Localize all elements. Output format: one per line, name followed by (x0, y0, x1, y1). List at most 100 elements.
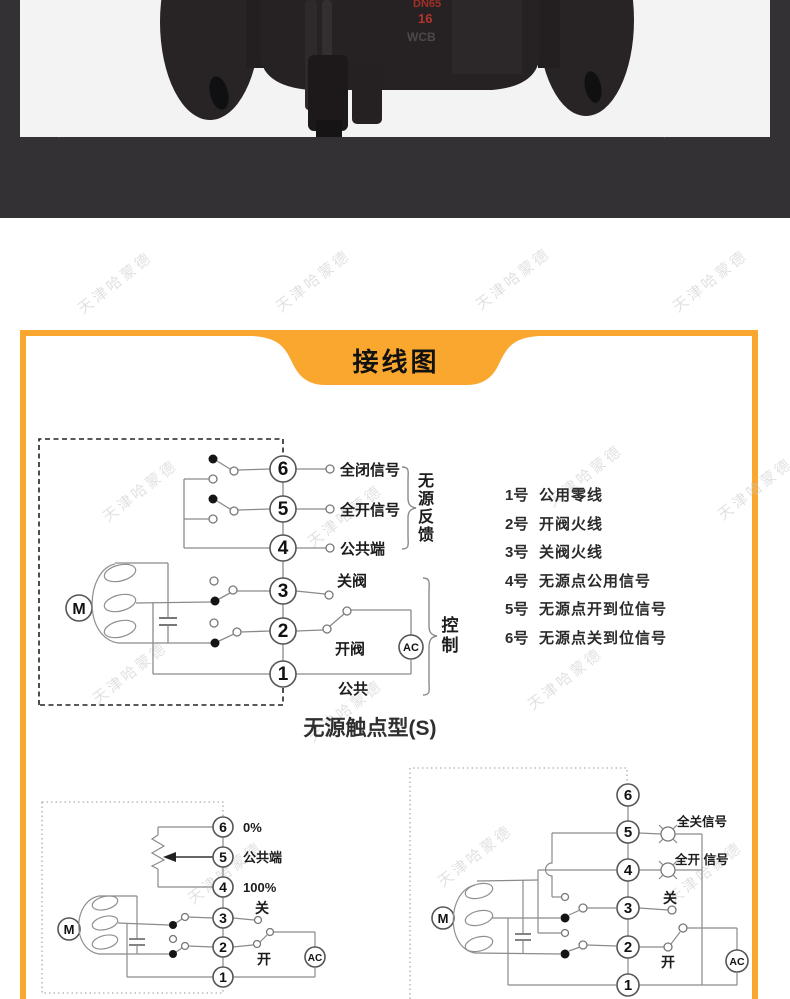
legend-text: 无源点开到位信号 (539, 601, 668, 618)
terminal-4: 4 (616, 858, 640, 882)
legend-no: 5号 (505, 601, 529, 618)
motor-icon: M (57, 895, 119, 955)
terminal-5: 5 (616, 820, 640, 844)
legend-item: 3号关阀火线 (505, 541, 667, 570)
terminal-6: 6 (269, 455, 297, 483)
actuator-dashed-border (38, 438, 284, 705)
svg-text:M: M (438, 911, 449, 926)
label-full-open-signal: 全开信号 (339, 501, 400, 519)
label-full-close-signal: 全闭信号 (339, 461, 400, 479)
wiper-arrow (163, 852, 176, 862)
terminal-5: 5 (269, 495, 297, 523)
ac-source-icon: AC (304, 946, 326, 968)
capacitor-icon (115, 562, 177, 643)
label-close-valve: 关阀 (337, 572, 367, 590)
label-0-percent: 0% (243, 820, 262, 835)
svg-text:馈: 馈 (418, 525, 434, 544)
legend-item: 4号无源点公用信号 (505, 570, 667, 599)
legend-text: 公用零线 (539, 487, 604, 504)
svg-text:无: 无 (417, 472, 434, 490)
terminal-2: 2 (212, 936, 234, 958)
control-switch-row2 (168, 934, 214, 958)
watermark: 天津哈蒙德 (74, 248, 157, 318)
svg-text:5: 5 (219, 849, 227, 865)
svg-text:AC: AC (729, 956, 745, 968)
terminal-1: 1 (616, 973, 640, 997)
legend-no: 2号 (505, 515, 529, 533)
svg-text:AC: AC (308, 953, 322, 964)
svg-text:M: M (72, 601, 85, 618)
label-full-open-signal: 全开 信号 (674, 852, 728, 867)
svg-text:1: 1 (278, 664, 289, 685)
terminal-3: 3 (212, 907, 234, 929)
control-switch-row3 (560, 903, 616, 923)
svg-text:反: 反 (418, 508, 434, 526)
svg-text:3: 3 (219, 910, 227, 926)
valve-photo-illustration: DN65 16 WCB (20, 0, 770, 137)
control-switch-row3 (209, 576, 270, 606)
close-lamp-icon (658, 824, 678, 844)
terminal-2: 2 (616, 935, 640, 959)
label-open: 开 (661, 954, 675, 970)
valve-right-flange (538, 0, 634, 116)
svg-text:AC: AC (403, 642, 419, 654)
label-control: 控 制 (442, 615, 459, 655)
control-switch-row3 (169, 912, 214, 929)
terminal-6: 6 (212, 816, 234, 838)
svg-text:1: 1 (219, 969, 227, 985)
valve-left-flange (160, 0, 260, 120)
label-common-terminal: 公共端 (340, 540, 385, 558)
watermark: 天津哈蒙德 (472, 244, 555, 314)
svg-text:源: 源 (418, 489, 434, 508)
potentiometer-wiring-diagram: M (41, 801, 326, 994)
terminal-1: 1 (269, 660, 297, 688)
terminal-3: 3 (269, 577, 297, 605)
terminal-1: 1 (212, 966, 234, 988)
legend-no: 1号 (505, 487, 529, 504)
svg-text:3: 3 (624, 900, 632, 917)
legend-text: 无源点公用信号 (539, 572, 652, 590)
capacitor-icon (99, 895, 145, 954)
valve-marking-model: DN65 (413, 0, 441, 10)
svg-text:6: 6 (278, 459, 289, 480)
legend-text: 关阀火线 (539, 544, 604, 561)
wiring-diagram-panel (20, 330, 758, 999)
valve-marking-pressure: 16 (418, 11, 432, 26)
control-switch-row2 (209, 618, 271, 648)
svg-text:2: 2 (624, 939, 632, 956)
motor-icon: M (431, 882, 494, 954)
svg-text:6: 6 (219, 819, 227, 835)
main-wiring-diagram: M (38, 438, 459, 706)
legend-text: 无源点关到位信号 (539, 629, 668, 647)
control-switch-row2 (560, 940, 617, 959)
label-open: 开 (257, 951, 271, 967)
legend-item: 6号无源点关到位信号 (505, 627, 667, 656)
valve-photo: DN65 16 WCB (20, 0, 770, 137)
capacitor-icon (515, 880, 531, 954)
svg-text:控: 控 (442, 615, 459, 635)
terminal-4: 4 (212, 876, 234, 898)
legend-no: 4号 (505, 572, 529, 590)
label-full-close-signal: 全关信号 (676, 814, 727, 829)
dotted-border (41, 801, 224, 994)
ac-source-icon: AC (398, 634, 424, 660)
potentiometer-icon (150, 826, 213, 888)
svg-text:3: 3 (278, 581, 289, 602)
svg-text:4: 4 (219, 879, 227, 895)
svg-text:6: 6 (624, 787, 632, 804)
label-close: 关 (663, 890, 677, 906)
legend-item: 1号公用零线 (505, 484, 667, 513)
watermark: 天津哈蒙德 (669, 246, 752, 316)
feedback-brace (401, 466, 417, 550)
banner-tab (253, 336, 539, 385)
svg-text:4: 4 (624, 862, 633, 879)
svg-text:制: 制 (442, 635, 459, 655)
legend-text: 开阀火线 (539, 515, 604, 533)
label-100-percent: 100% (243, 880, 277, 895)
watermark: 天津哈蒙德 (272, 246, 355, 316)
terminal-5: 5 (212, 846, 234, 868)
svg-text:4: 4 (278, 538, 289, 559)
terminal-2: 2 (269, 617, 297, 645)
control-brace (422, 577, 438, 696)
